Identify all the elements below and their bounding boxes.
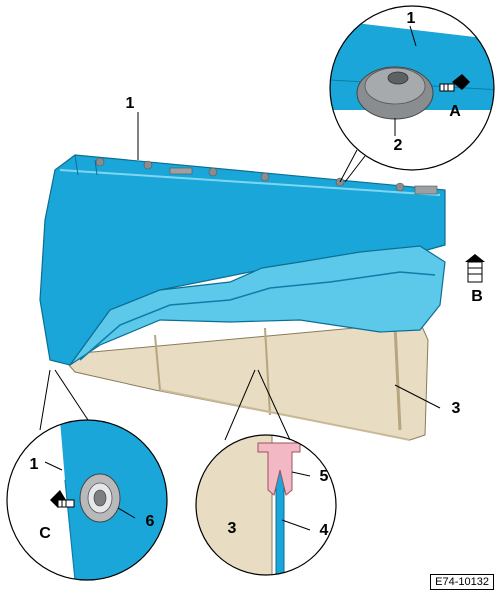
callout-5: 5 bbox=[319, 468, 329, 485]
callout-3-detail: 3 bbox=[227, 520, 237, 537]
callout-3-main: 3 bbox=[451, 400, 461, 417]
arrow-b-icon bbox=[465, 254, 485, 283]
backing-panel bbox=[58, 321, 429, 441]
callout-1-main: 1 bbox=[125, 95, 135, 112]
callout-c: C bbox=[39, 525, 51, 542]
callout-1-detail-left: 1 bbox=[29, 456, 39, 473]
callout-a: A bbox=[449, 103, 461, 120]
callout-6: 6 bbox=[145, 513, 155, 530]
main-leaders bbox=[137, 112, 441, 409]
callout-1-top-right: 1 bbox=[406, 10, 416, 27]
detail-grommet-top bbox=[329, 5, 495, 183]
callout-2: 2 bbox=[393, 137, 403, 154]
callout-4: 4 bbox=[319, 522, 329, 539]
figure-id: E74-10132 bbox=[430, 574, 494, 590]
callout-b: B bbox=[471, 288, 483, 305]
detail-grommet-left bbox=[6, 369, 168, 581]
trim-panel bbox=[39, 154, 446, 366]
